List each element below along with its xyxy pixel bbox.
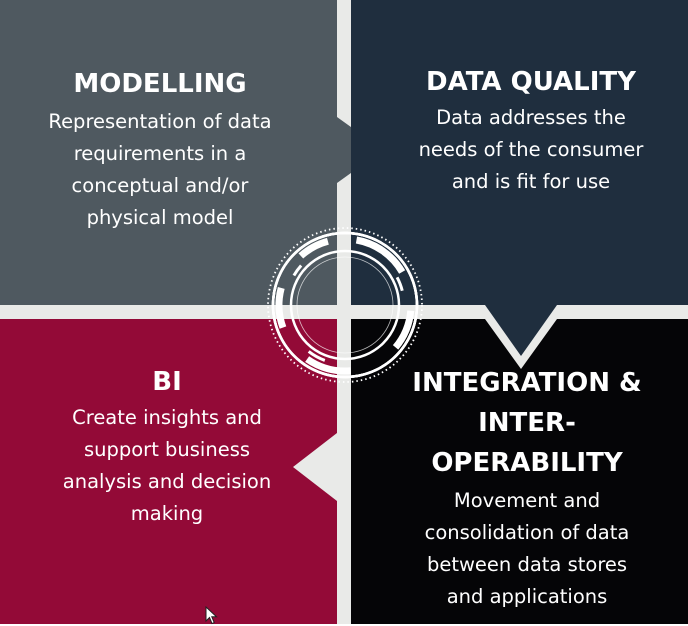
integration-line-4: and applications [446,585,608,608]
emblem-inner-ring [289,249,401,361]
emblem-arc-segment [305,356,352,375]
modelling-line-4: physical model [86,206,234,229]
emblem-dotted-ring [267,227,423,383]
modelling-line-3: conceptual and/or [71,174,249,197]
integration-title: INTEGRATION & INTER- OPERABILITY [392,363,662,483]
modelling-quadrant: MODELLING Representation of data require… [30,68,290,234]
modelling-line-1: Representation of data [48,110,272,133]
bi-title: BI [152,367,182,397]
emblem-core-ring [296,256,394,354]
integration-line-1: Movement and [453,489,601,512]
data-quality-line-1: Data addresses the [436,106,626,129]
emblem-arc-segment [298,237,329,259]
data-quality-line-3: and is fit for use [451,170,611,193]
modelling-title: MODELLING [73,69,247,99]
emblem-arc-segment [392,310,415,350]
integration-title-line-1: INTEGRATION & [412,368,642,398]
emblem-short-arc [292,264,303,277]
data-quality-quadrant: DATA QUALITY Data addresses the needs of… [380,66,682,198]
bi-line-2: support business [83,438,251,461]
integration-title-line-2: INTER- [478,408,576,438]
bi-line-4: making [130,502,204,525]
bi-line-1: Create insights and [72,406,262,429]
data-quality-title: DATA QUALITY [426,67,636,97]
tech-circle-emblem-icon [267,227,423,383]
bi-quadrant: BI Create insights and support business … [36,366,298,530]
emblem-tick-arc [271,231,419,379]
emblem-arc-segment [275,287,287,329]
integration-quadrant: INTEGRATION & INTER- OPERABILITY Movemen… [392,363,662,613]
data-quality-line-2: needs of the consumer [418,138,644,161]
emblem-arc-segment [355,236,406,274]
bi-description: Create insights and support business ana… [36,402,298,530]
integration-line-3: between data stores [426,553,628,576]
emblem-short-arc [395,276,404,292]
data-quality-panel [351,0,688,356]
integration-panel [351,319,688,624]
data-quality-description: Data addresses the needs of the consumer… [380,102,682,198]
bi-line-3: analysis and decision [62,470,272,493]
mouse-pointer-icon [205,606,218,625]
modelling-description: Representation of data requirements in a… [30,106,290,234]
modelling-line-2: requirements in a [73,142,247,165]
integration-description: Movement and consolidation of data betwe… [392,485,662,613]
emblem-short-arc [307,350,326,362]
integration-line-2: consolidation of data [424,521,630,544]
bi-panel [0,319,337,624]
integration-title-line-3: OPERABILITY [431,448,623,478]
modelling-panel [0,0,383,305]
